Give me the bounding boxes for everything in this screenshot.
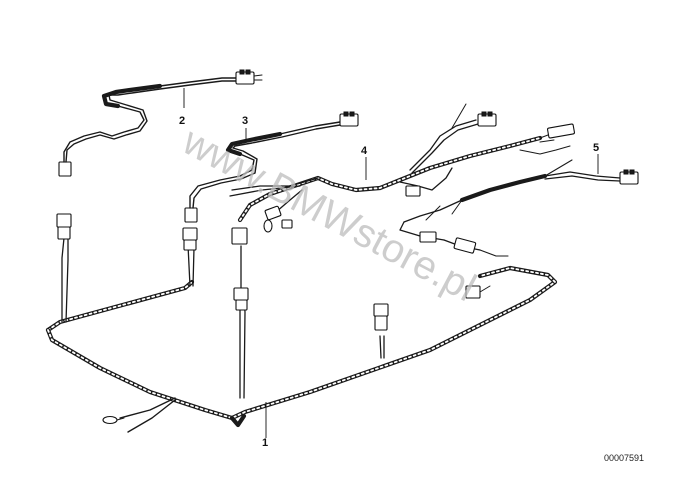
main-floor-harness — [45, 265, 558, 428]
callout-5: 5 — [593, 142, 599, 154]
sensor-lead-2 — [63, 69, 263, 163]
callout-leaders — [183, 88, 599, 438]
ground-lead-branch — [102, 397, 176, 433]
callout-3: 3 — [242, 115, 248, 127]
callout-4: 4 — [361, 145, 368, 157]
harness-4 — [229, 103, 575, 233]
callout-1: 1 — [262, 437, 268, 449]
riser-plugs — [56, 161, 389, 331]
loop-end-connector — [465, 285, 491, 299]
lead-5 — [399, 159, 639, 257]
sensor-lead-3 — [189, 111, 359, 209]
callout-2: 2 — [179, 115, 185, 127]
diagram-reference-number: 00007591 — [604, 453, 644, 463]
